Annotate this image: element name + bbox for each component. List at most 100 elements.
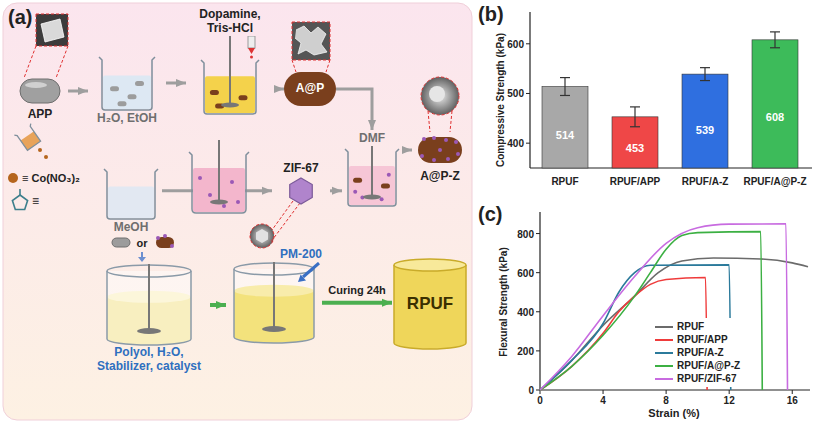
cup-rim [394,259,466,271]
legend-entry: RPUF [654,320,740,333]
bar-value: 608 [766,111,784,123]
process-arrow [68,90,88,93]
imidazole-symbol [12,189,27,210]
node-illustration [412,130,468,170]
node-label: A@P-Z [420,170,460,184]
stirrer-rod [371,146,373,197]
legend-line [654,336,674,344]
particle [239,95,248,100]
axis-title: Strain (%) [648,407,699,419]
pour-arrow [303,263,319,277]
tick [540,390,541,394]
tick [526,143,530,144]
x-axis [540,389,810,390]
stirrer-rod [273,262,275,329]
mof-dot [422,137,426,141]
symbol-key: ≡ [32,195,39,208]
legend-entry: RPUF/ZIF-67 [654,372,740,385]
mof-dot [454,140,458,144]
category-label: RPUF [551,176,578,187]
coated-particle [418,137,462,163]
stress-strain-curve [540,224,788,390]
sem-inset [421,77,459,132]
foam-node: RPUF [392,258,468,350]
node-label: H₂O, EtOH [97,112,157,126]
y-axis [539,212,540,390]
legend-line [654,362,674,370]
particle-node: A@P-Z [412,128,468,186]
stirrer-rod [148,264,150,331]
particle [353,178,362,183]
node-label: PM-200 [280,248,322,262]
falling-drop [38,148,42,152]
node-illustration [100,166,162,221]
cup-node: PM-200 [226,246,322,346]
stirrer-blade [363,194,381,199]
mof-dot [420,154,424,158]
beaker-node: H₂O, EtOH [88,52,166,128]
app-capsule [20,79,60,103]
sem-inset [292,22,330,72]
tick [526,93,530,94]
mof-dot [432,158,436,162]
category-label: RPUF/APP [610,176,661,187]
legend-entry: RPUF/A@P-Z [654,359,740,372]
falling-drop [44,155,48,159]
cobalt-symbol [8,173,18,183]
bar-value: 453 [626,141,644,153]
mof-dot [446,157,450,161]
panel-letter: (b) [478,3,504,25]
crystal-node: ZIF-67 [272,160,330,208]
stirrer-blade [221,102,239,107]
particle-node: APP [12,72,68,124]
particle [381,183,390,188]
zif-crystal [290,178,313,204]
legend-entry: RPUF/A-Z [654,346,740,359]
pour-arrow-head [298,274,306,282]
mof-dot [438,148,442,152]
pouring-beaker [14,124,42,152]
tick-label: 16 [787,395,798,406]
mof-dot [432,136,436,140]
axis-title: Compressive Strength (kPa) [495,33,506,167]
error-bar [630,107,640,127]
beaker-node: DMF [342,130,402,210]
particle [118,101,127,106]
node-label: Dopamine, Tris-HCl [186,8,274,36]
beaker-node: Dopamine, Tris-HCl [186,6,274,118]
beaker-outline [104,169,158,219]
error-bar [560,78,570,96]
process-arrow [330,189,342,192]
particle-node: A@P [284,72,336,106]
drop [250,55,253,58]
node-label: MeOH [114,221,149,235]
bar [752,40,798,168]
legend-entry: RPUF/APP [654,333,740,346]
note: or [137,237,148,249]
chart-legend: RPUFRPUF/APPRPUF/A-ZRPUF/A@P-ZRPUF/ZIF-6… [650,318,744,387]
mof-dot [353,190,357,194]
tick-label: 800 [517,228,534,239]
node-illustration [188,36,272,116]
beaker-node: MeOH [100,164,162,237]
panel-background [3,3,472,420]
cup-body [394,265,466,349]
bar [682,74,728,168]
stirrer-rod [229,36,231,105]
symbol-key: ≡ Co(NO₃)₂ [22,172,80,184]
tick-label: 500 [507,88,524,99]
panel-letter: (a) [8,6,32,28]
tick-label: 200 [517,345,534,356]
cup-node: Polyol, H₂O, Stabilizer, catalyst [88,262,210,376]
particle [128,94,137,99]
tick [729,390,730,394]
legend-label: RPUF/A-Z [677,347,724,358]
node-illustration [226,262,322,344]
node-illustration [342,146,402,208]
category-label: RPUF/A-Z [682,176,729,187]
stirring-beaker [189,140,249,213]
sem-inset [250,201,300,248]
process-arrow [166,82,186,85]
tick [526,43,530,44]
tick-label: 4 [600,395,606,406]
